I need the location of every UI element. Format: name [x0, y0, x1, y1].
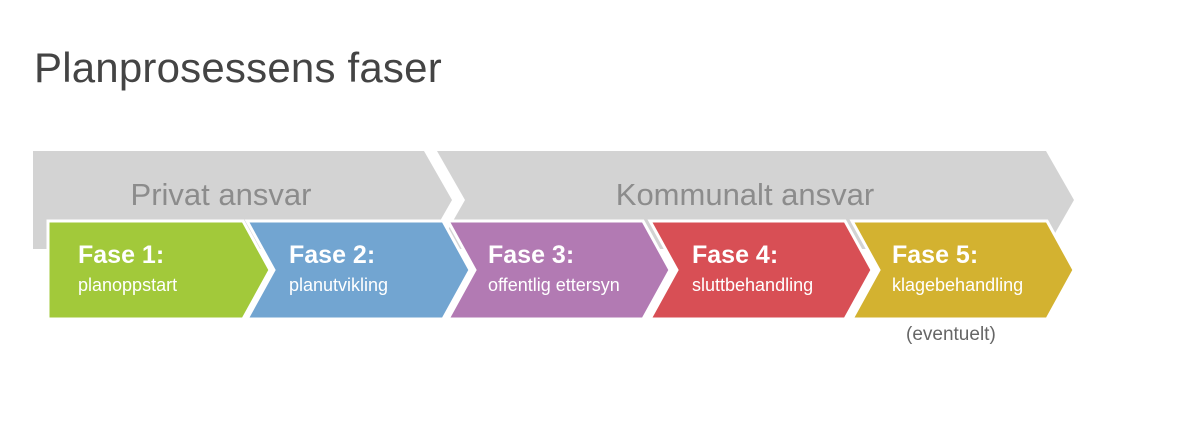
band-private-label: Privat ansvar: [131, 177, 312, 212]
phase-2-shape: [244, 219, 472, 321]
phase-4-title: Fase 4:: [692, 241, 778, 269]
phase-5: Fase 5: klagebehandling: [849, 219, 1076, 321]
phase-4-subtitle: sluttbehandling: [692, 275, 813, 295]
band-municipal-label: Kommunalt ansvar: [616, 177, 874, 212]
phase-3: Fase 3: offentlig ettersyn: [445, 219, 672, 321]
phase-1-subtitle: planoppstart: [78, 275, 177, 295]
phase-2-subtitle: planutvikling: [289, 275, 388, 295]
phase-4-shape: [647, 219, 874, 321]
phase-3-subtitle: offentlig ettersyn: [488, 275, 620, 295]
phase-2: Fase 2: planutvikling: [244, 219, 472, 321]
phase-5-title: Fase 5:: [892, 241, 978, 269]
phase-3-shape: [445, 219, 672, 321]
phase-5-shape: [849, 219, 1076, 321]
page-title: Planprosessens faser: [34, 44, 442, 91]
phase-3-title: Fase 3:: [488, 241, 574, 269]
phase-4: Fase 4: sluttbehandling: [647, 219, 874, 321]
phase-2-title: Fase 2:: [289, 241, 375, 269]
phase-5-subtitle: klagebehandling: [892, 275, 1023, 295]
phase-1-title: Fase 1:: [78, 241, 164, 269]
phase-1: Fase 1: planoppstart: [46, 219, 272, 321]
phase-1-shape: [46, 219, 272, 321]
phase-5-note: (eventuelt): [906, 324, 996, 345]
